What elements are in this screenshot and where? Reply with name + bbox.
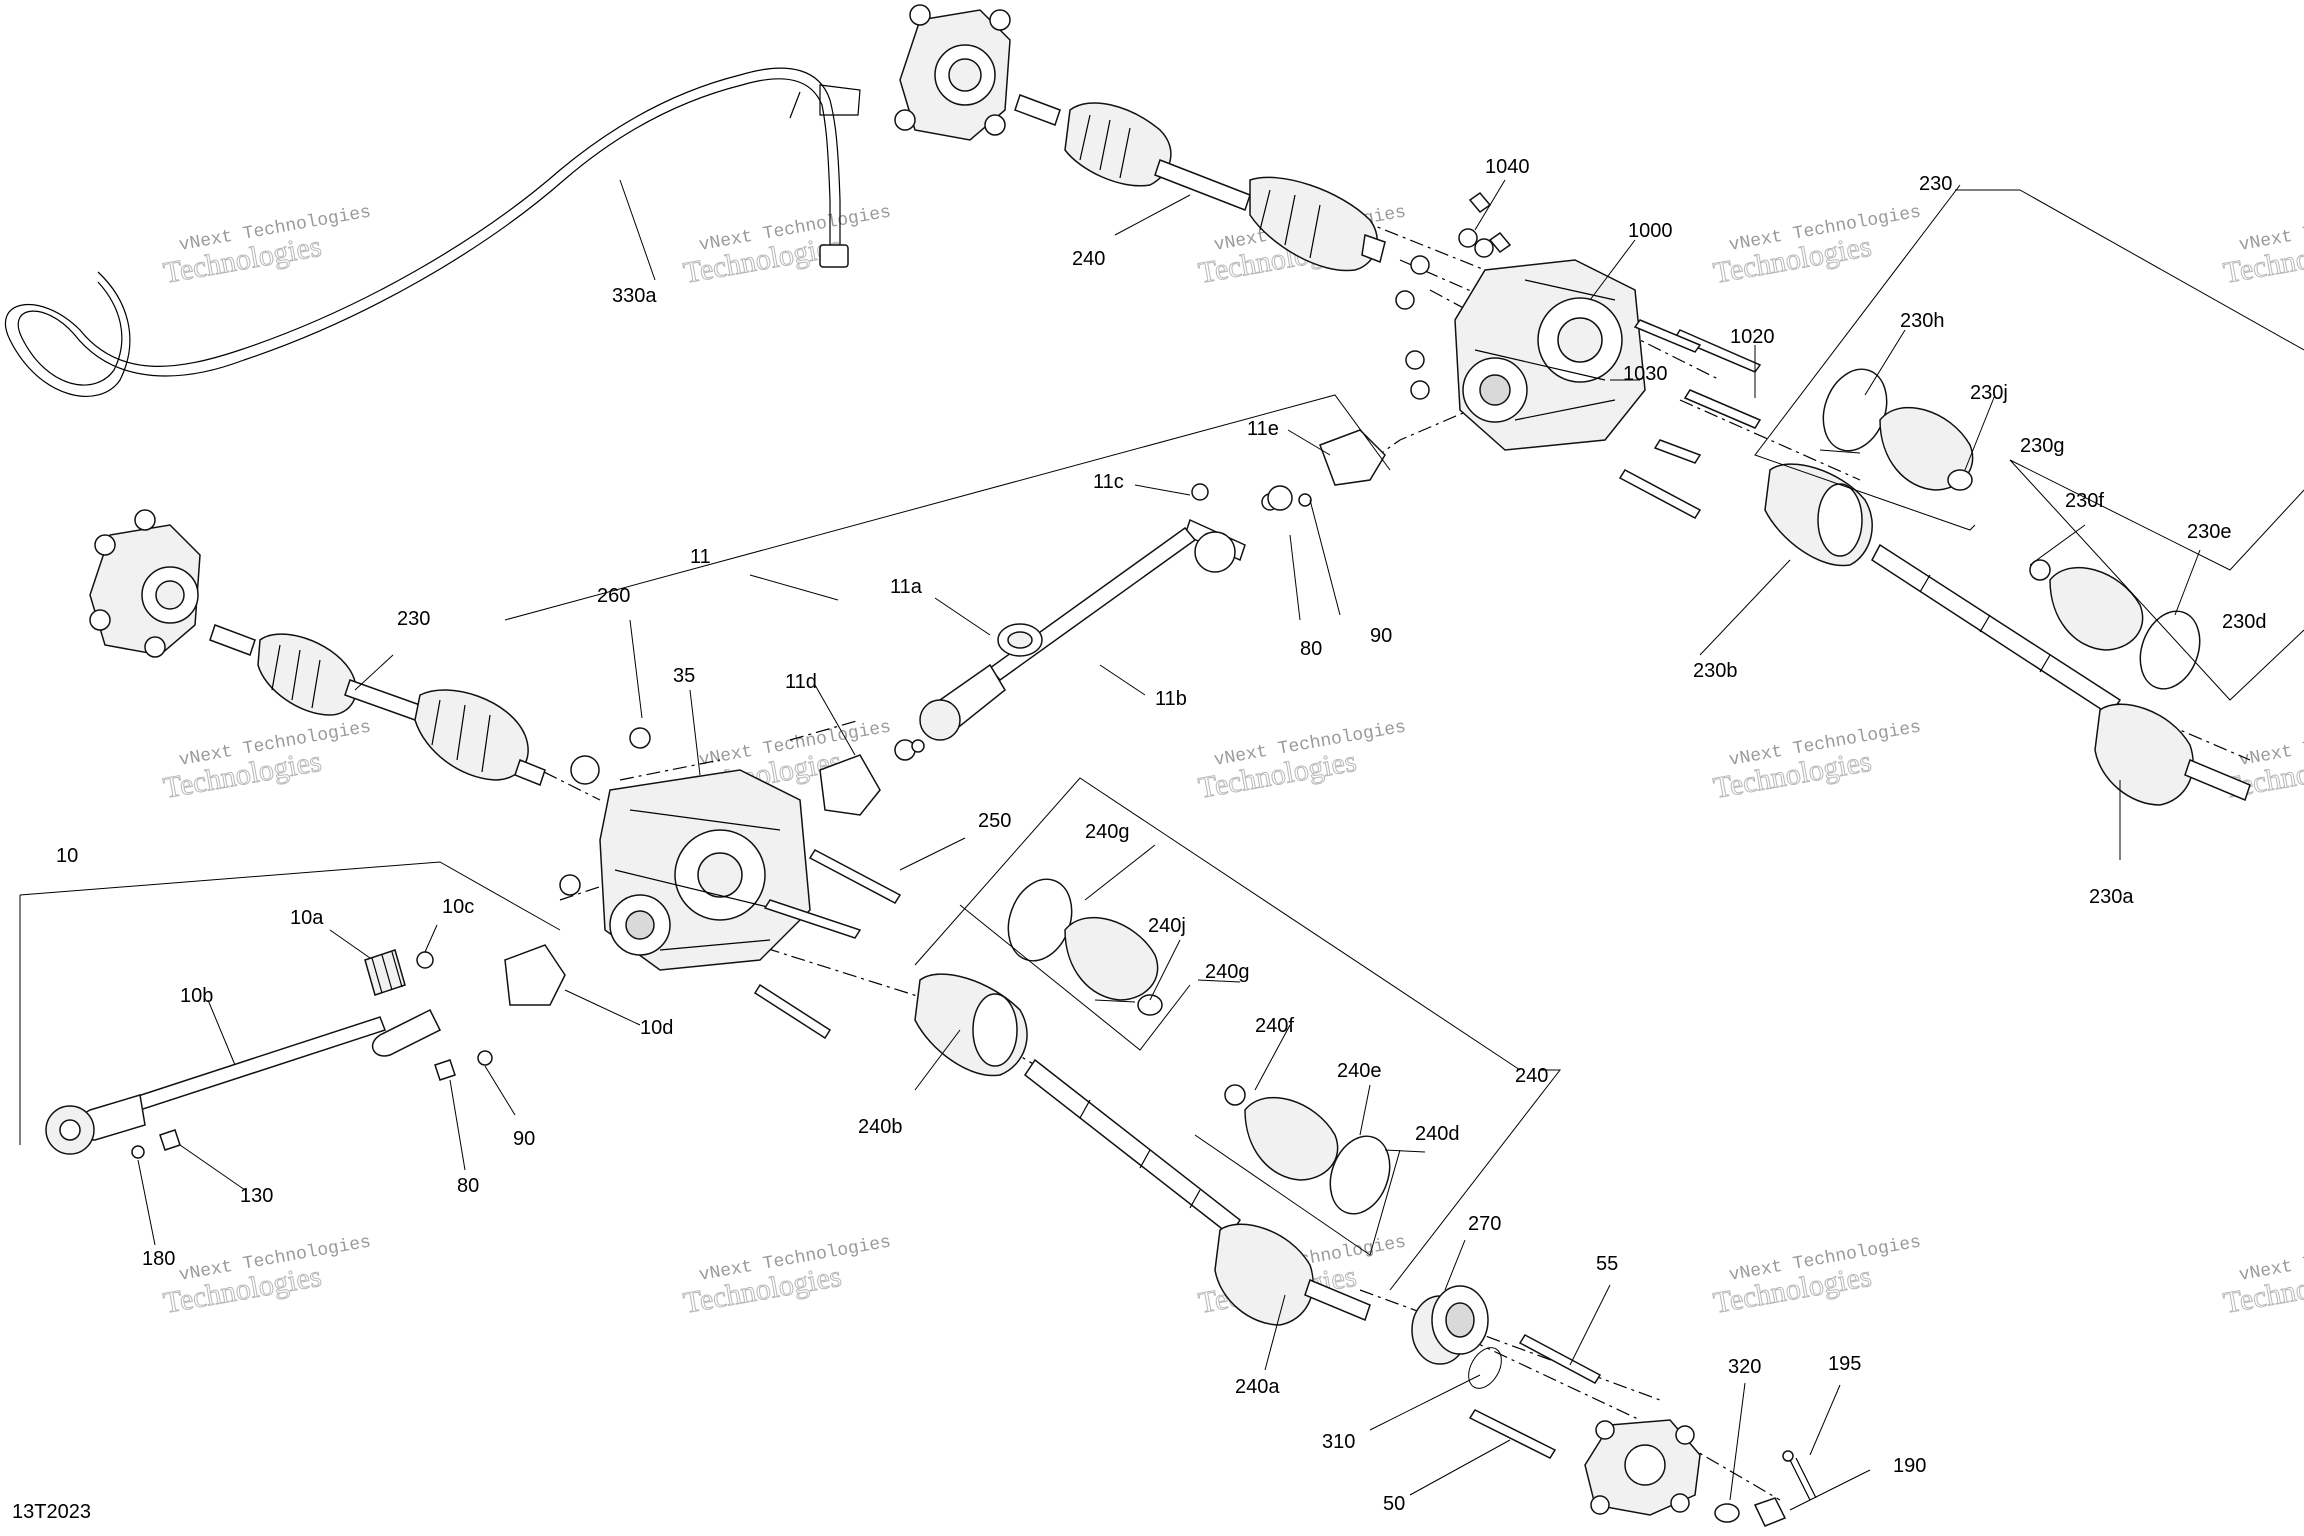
leader-lines: [137, 179, 2201, 1511]
watermark: vNext Technologies Technologies: [1195, 717, 1407, 805]
callout-180: 180: [142, 1248, 175, 1270]
callout-240-right: 240: [1515, 1065, 1548, 1087]
callout-10a: 10a: [290, 907, 324, 929]
watermark: vNext Technologies Technologies: [680, 1232, 892, 1320]
callout-240e: 240e: [1337, 1060, 1382, 1082]
callout-230g: 230g: [2020, 435, 2065, 457]
diagram-reference-code: 13T2023: [12, 1501, 91, 1523]
watermark: vNext Technologies Technologies: [2220, 1232, 2304, 1320]
cotter-pin-icon: [1782, 1450, 1817, 1501]
callout-10b: 10b: [180, 985, 213, 1007]
callout-240-top: 240: [1072, 248, 1105, 270]
watermark: vNext Technologies Technologies: [160, 717, 372, 805]
watermark: vNext Technologies Technologies: [1710, 1232, 1922, 1320]
watermark: vNext Technologies Technologies: [1710, 202, 1922, 290]
callout-250: 250: [978, 810, 1011, 832]
watermark: vNext Technologies Technologies: [2220, 202, 2304, 290]
vent-hose-icon: [4, 67, 861, 397]
cv-axle-shaft-icon: [1014, 94, 1386, 272]
nut-icon: [1714, 1497, 1787, 1527]
watermark: vNext Technologies Technologies: [680, 202, 892, 290]
callout-260: 260: [597, 585, 630, 607]
callout-11c: 11c: [1093, 471, 1124, 493]
callout-195: 195: [1828, 1353, 1861, 1375]
callout-230a: 230a: [2089, 886, 2134, 908]
wheel-hub-icon: [894, 4, 1011, 141]
bearing-icon: [1411, 1285, 1502, 1389]
callout-90-bot: 90: [513, 1128, 535, 1150]
callout-230-top: 230: [1919, 173, 1952, 195]
nut-icon: [559, 727, 651, 896]
callout-240d: 240d: [1415, 1123, 1460, 1145]
universal-joint-yoke-icon: [1184, 429, 1386, 573]
callout-230f: 230f: [2065, 490, 2104, 512]
boot-clamp-icon: [1822, 368, 2201, 690]
callout-1000: 1000: [1628, 220, 1673, 242]
propeller-shaft-icon: [919, 526, 1197, 741]
bolt-icon: [753, 849, 902, 1040]
callout-330a: 330a: [612, 285, 657, 307]
callout-10d: 10d: [640, 1017, 673, 1039]
boot-clamp-icon: [1007, 878, 1391, 1215]
callout-240b: 240b: [858, 1116, 903, 1138]
universal-joint-yoke-icon: [819, 739, 925, 816]
callout-labels: 330a 240 1040 1000 1020 1030 230 230h 23…: [56, 156, 2267, 1515]
callout-230j: 230j: [1970, 382, 2008, 404]
rear-differential-housing-icon: [599, 769, 811, 971]
cv-axle-shaft-icon: [914, 973, 1371, 1326]
callout-80-bot: 80: [457, 1175, 479, 1197]
boot-clamp-icon: [364, 949, 406, 996]
callout-55: 55: [1596, 1253, 1618, 1275]
callout-230d: 230d: [2222, 611, 2267, 633]
callout-10c: 10c: [442, 896, 474, 918]
wheel-hub-icon: [89, 509, 201, 658]
callout-11a: 11a: [890, 576, 923, 598]
callout-230e: 230e: [2187, 521, 2232, 543]
callout-10: 10: [56, 845, 78, 867]
callout-1030: 1030: [1623, 363, 1668, 385]
callout-11d: 11d: [785, 671, 817, 693]
callout-320: 320: [1728, 1356, 1761, 1378]
cv-axle-shaft-icon: [1764, 463, 2251, 806]
callout-240f: 240f: [1255, 1015, 1294, 1037]
watermark: vNext Technologies Technologies: [1710, 717, 1922, 805]
callout-1040: 1040: [1485, 156, 1530, 178]
universal-joint-yoke-icon: [416, 944, 566, 1006]
callout-270: 270: [1468, 1213, 1501, 1235]
front-differential-housing-icon: [1454, 259, 1646, 451]
callout-80-top: 80: [1300, 638, 1322, 660]
wheel-hub-icon: [1584, 1419, 1701, 1516]
callout-310: 310: [1322, 1431, 1355, 1453]
callout-11: 11: [690, 546, 711, 568]
callout-230b: 230b: [1693, 660, 1738, 682]
cv-axle-shaft-icon: [209, 624, 546, 786]
watermark: vNext Technologies Technologies: [160, 1232, 372, 1320]
assembly-group-brackets: [19, 184, 2304, 1291]
callout-11b: 11b: [1155, 688, 1187, 710]
callout-240a: 240a: [1235, 1376, 1280, 1398]
bolt-icon: [1468, 1334, 1602, 1459]
bolt-icon: [1468, 191, 1762, 519]
callout-240g-a: 240g: [1085, 821, 1130, 843]
propeller-shaft-icon: [45, 1008, 442, 1155]
watermark: vNext Technologies Technologies: [160, 202, 372, 290]
callout-11e: 11e: [1247, 418, 1279, 440]
callout-190: 190: [1893, 1455, 1926, 1477]
callout-35: 35: [673, 665, 695, 687]
callout-50: 50: [1383, 1493, 1405, 1515]
washer-icon: [997, 483, 1312, 657]
callout-90-top: 90: [1370, 625, 1392, 647]
callout-230h: 230h: [1900, 310, 1945, 332]
callout-240j: 240j: [1148, 915, 1186, 937]
callout-230-left: 230: [397, 608, 430, 630]
callout-240g-b: 240g: [1205, 961, 1250, 983]
washer-icon: [131, 1050, 493, 1159]
nut-icon: [1261, 228, 1494, 511]
callout-130: 130: [240, 1185, 273, 1207]
callout-1020: 1020: [1730, 326, 1775, 348]
